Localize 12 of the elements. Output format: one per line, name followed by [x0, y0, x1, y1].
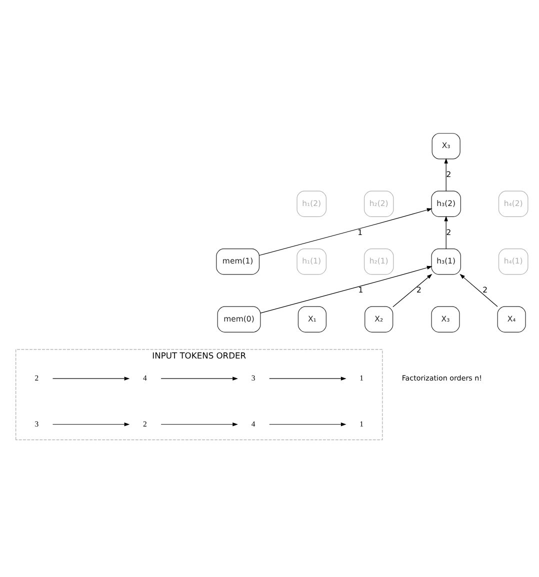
arrow: [269, 422, 346, 426]
arrow: [269, 376, 346, 380]
arrow: [444, 215, 448, 249]
arrow: [52, 422, 130, 426]
arrow: [444, 158, 448, 191]
arrow: [258, 208, 432, 256]
arrow: [460, 273, 498, 306]
arrow: [260, 265, 432, 313]
arrow: [52, 376, 130, 380]
arrow: [160, 376, 238, 380]
arrow: [160, 422, 238, 426]
arrow: [392, 273, 432, 307]
